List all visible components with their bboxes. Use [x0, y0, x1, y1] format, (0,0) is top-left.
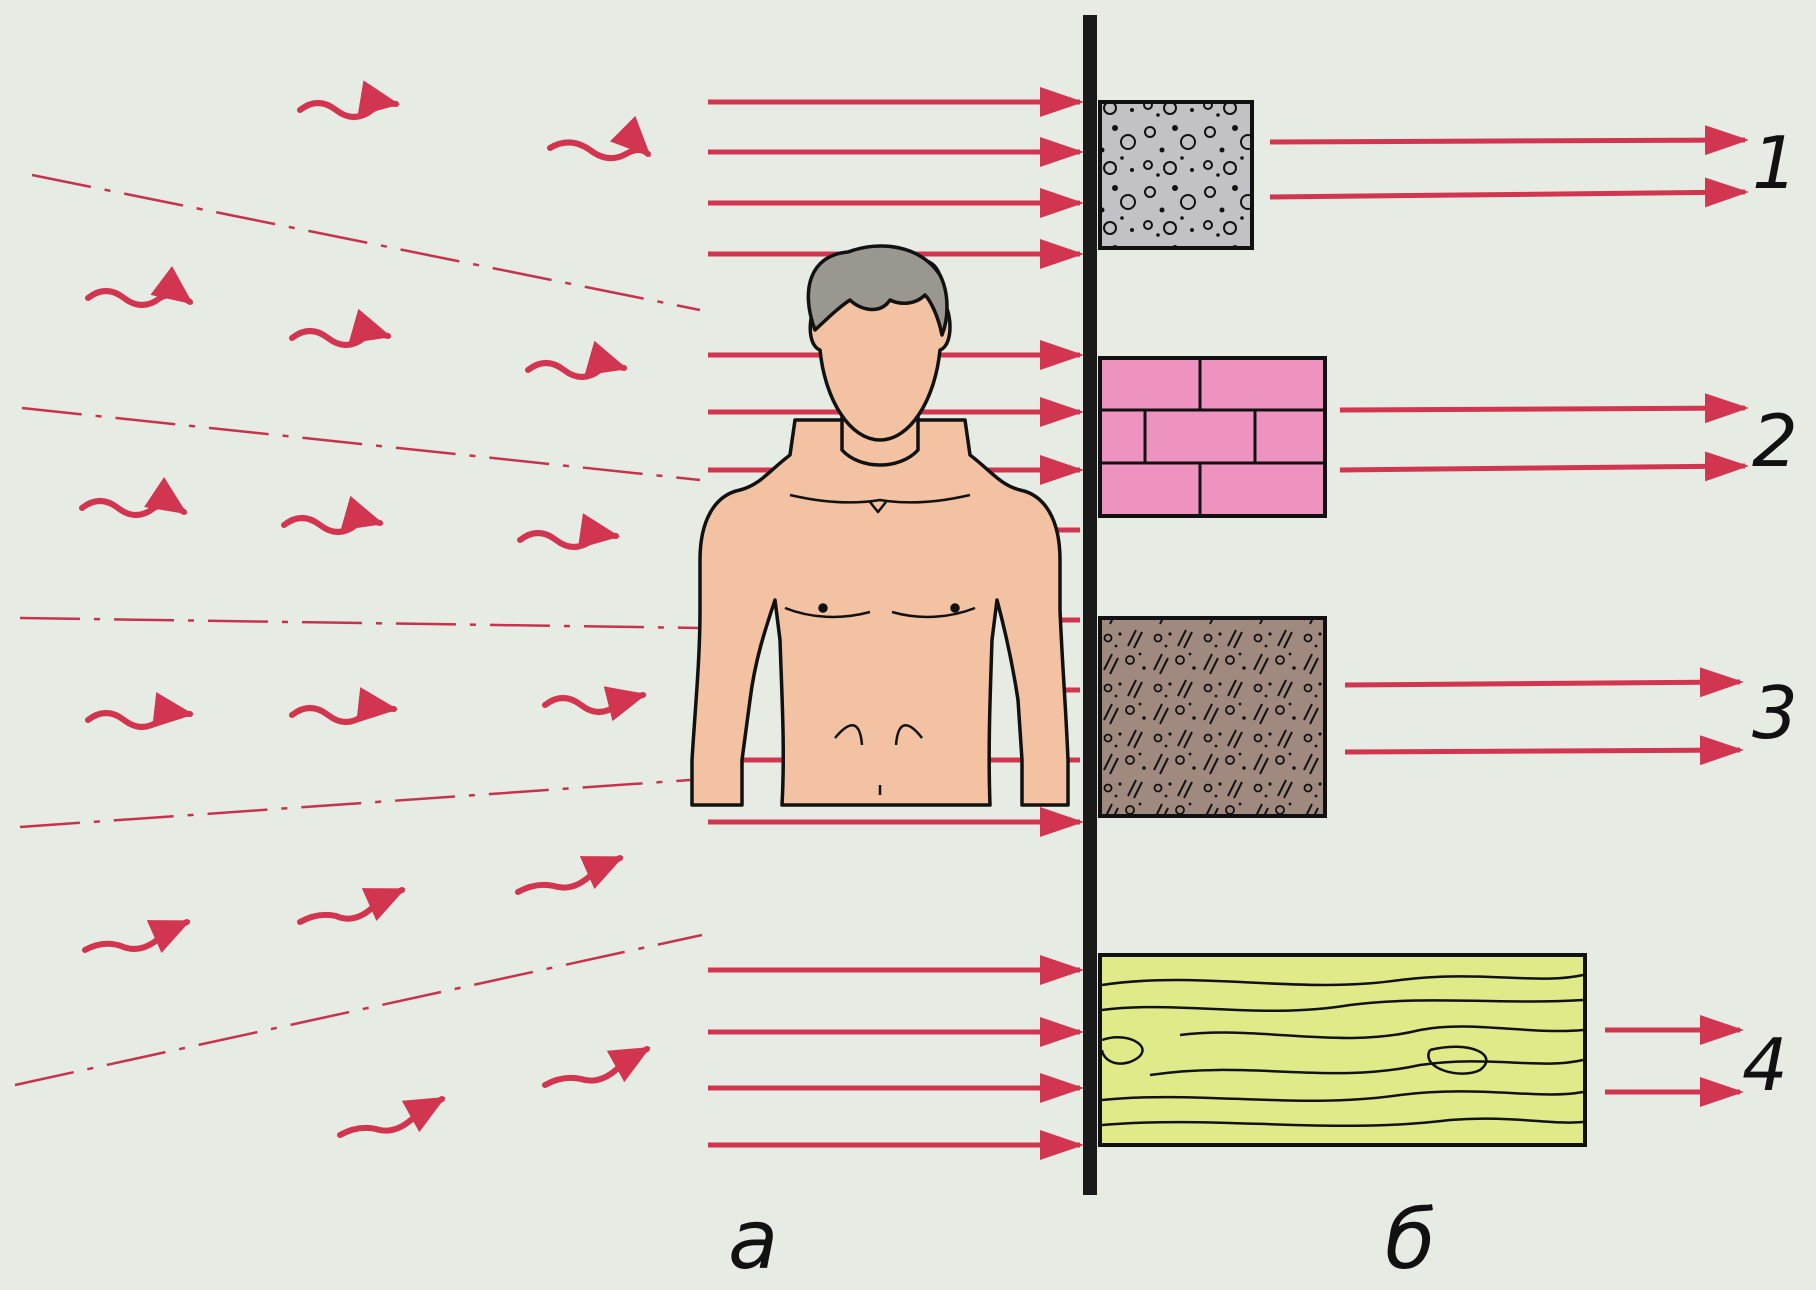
- straight-arrow-icon: [1340, 466, 1745, 470]
- straight-arrow-icon: [1340, 408, 1745, 410]
- dash-dot-lines: [15, 175, 702, 1085]
- straight-arrow-icon: [1345, 682, 1740, 685]
- wavy-arrow-icon: [300, 103, 396, 117]
- outgoing-beams: [1270, 140, 1745, 1092]
- wavy-arrow-icon: [518, 858, 620, 892]
- panel-label-a: а: [728, 1193, 778, 1288]
- wavy-arrow-icon: [292, 331, 388, 345]
- material-label-1: 1: [1752, 121, 1798, 205]
- straight-arrow-icon: [1270, 192, 1745, 197]
- human-figure-icon: [692, 246, 1068, 805]
- material-label-4: 4: [1742, 1023, 1788, 1107]
- wavy-arrow-icon: [300, 890, 402, 922]
- material-wood-block: [1100, 955, 1585, 1145]
- wavy-arrow-icon: [340, 1099, 442, 1135]
- wavy-arrow-icon: [528, 363, 624, 377]
- wavy-arrow-icon: [545, 1049, 647, 1085]
- wavy-arrow-icon: [520, 533, 616, 547]
- material-concrete-block: [1100, 102, 1252, 248]
- wavy-arrow-icon: [82, 501, 184, 515]
- straight-arrow-icon: [1270, 140, 1745, 142]
- material-soil-block: [1100, 618, 1325, 816]
- wavy-arrow-icon: [85, 922, 187, 950]
- wavy-arrow-icon: [88, 713, 190, 727]
- wavy-arrow-icon: [284, 518, 380, 532]
- wavy-arrow-icon: [550, 142, 648, 158]
- material-brick-block: [1100, 358, 1325, 516]
- wavy-arrow-icon: [292, 708, 394, 722]
- material-label-2: 2: [1752, 399, 1798, 483]
- wavy-arrow-icon: [88, 291, 190, 305]
- wavy-arrow-icon: [545, 695, 643, 712]
- material-label-3: 3: [1752, 671, 1798, 755]
- straight-arrow-icon: [1345, 750, 1740, 752]
- panel-label-b: б: [1385, 1193, 1436, 1288]
